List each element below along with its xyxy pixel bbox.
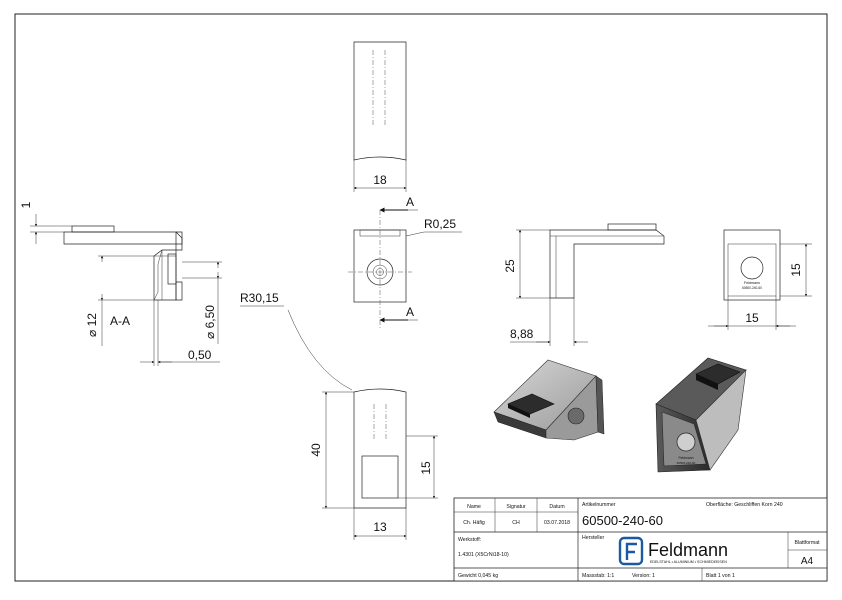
logo-f-icon <box>625 542 637 560</box>
cut-label-bottom: A <box>406 305 414 319</box>
tb-artikel-label: Artikelnummer <box>582 502 616 508</box>
dim-radius-small: R0,25 <box>424 217 456 231</box>
top-view <box>353 41 407 192</box>
iso-view-right: Feldmann 60500-240-60 <box>655 357 747 473</box>
side-view <box>510 223 665 346</box>
tb-oberflaeche: Oberfläche: Geschliffen Korn 240 <box>706 502 783 508</box>
iso-view-left <box>493 359 605 441</box>
dim-width-top: 18 <box>373 173 387 187</box>
dim-side-width: 15 <box>745 311 759 325</box>
dim-offset: 8,88 <box>510 327 534 341</box>
dim-dia-12: ⌀ 12 <box>85 313 99 337</box>
tb-werkstoff-value: 1.4301 (X5CrNi18-10) <box>458 552 509 558</box>
iso-engraving-brand: Feldmann <box>678 456 693 460</box>
radius-leader <box>240 305 353 391</box>
dim-dia-650: ⌀ 6,50 <box>203 305 217 339</box>
dim-bottom-length: 40 <box>309 443 323 457</box>
logo-name: Feldmann <box>648 540 728 560</box>
tb-artikel-value: 60500-240-60 <box>582 513 663 528</box>
tb-signatur-value: CH <box>512 520 520 526</box>
tb-werkstoff-label: Werkstoff: <box>458 537 481 543</box>
tb-gewicht: Gewicht 0,045 kg <box>458 573 498 579</box>
dim-radius-large: R30,15 <box>240 291 279 305</box>
feldmann-logo: Feldmann EDELSTAHL • ALUMINIUM • SCHMIED… <box>618 536 728 566</box>
dim-clearance: 0,50 <box>188 348 212 362</box>
tb-datum-value: 03.07.2018 <box>544 520 570 526</box>
dim-bottom-width: 13 <box>373 520 387 534</box>
dim-side-height: 15 <box>789 263 803 277</box>
tb-name-label: Name <box>467 504 481 510</box>
section-view-a-a <box>30 214 222 366</box>
tb-hersteller-label: Hersteller <box>582 535 604 541</box>
sheet-border <box>14 13 828 582</box>
dim-bottom-hole: 15 <box>419 461 433 475</box>
section-label: A-A <box>110 314 130 328</box>
tb-massstab: Massstab: 1:1 <box>582 573 614 579</box>
logo-mark-icon <box>618 536 644 566</box>
logo-tagline: EDELSTAHL • ALUMINIUM • SCHMIEDEEISEN <box>650 560 727 564</box>
tb-name-value: Ch. Häfig <box>463 520 485 526</box>
tb-version: Version: 1 <box>632 573 655 579</box>
tb-blattformat-label: Blattformat <box>794 540 820 546</box>
back-engraving-article: 60500-240-60 <box>742 286 762 290</box>
tb-signatur-label: Signatur <box>506 504 526 510</box>
dim-height: 25 <box>503 259 517 273</box>
cut-label-top: A <box>406 195 414 209</box>
bottom-view <box>322 388 438 540</box>
iso-engraving-article: 60500-240-60 <box>677 461 696 465</box>
tb-blatt: Blatt 1 von 1 <box>706 573 735 579</box>
back-view: Feldmann 60500-240-60 <box>708 229 812 330</box>
tb-datum-label: Datum <box>549 504 564 510</box>
front-view <box>348 207 462 330</box>
dim-thickness: 1 <box>19 201 33 208</box>
tb-blattformat-value: A4 <box>801 556 814 567</box>
back-engraving-brand: Feldmann <box>744 281 760 285</box>
